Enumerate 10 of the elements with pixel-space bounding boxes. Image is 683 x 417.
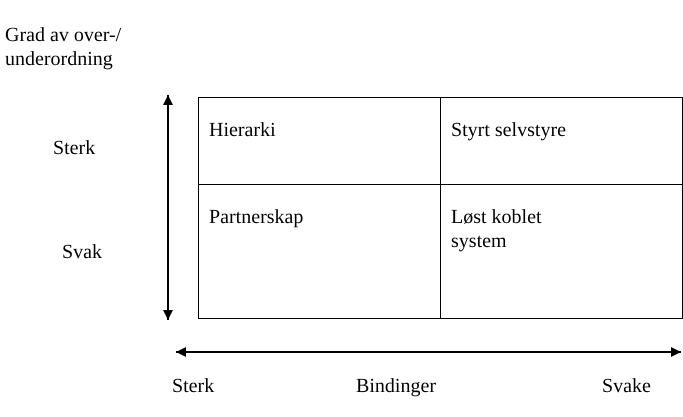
axis-label: Svak: [62, 240, 102, 264]
axis-label: Sterk: [172, 374, 214, 398]
axis-label: Svake: [602, 374, 651, 398]
axis-title: Bindinger: [356, 374, 436, 398]
axis-title: Grad av over-/ underordning: [5, 23, 122, 71]
matrix-cell: Løst koblet system: [440, 184, 682, 318]
axis-label: Sterk: [53, 136, 96, 160]
matrix-cell: Styrt selvstyre: [440, 98, 682, 185]
matrix-cell: Partnerskap: [198, 184, 440, 318]
matrix-cell: Hierarki: [198, 98, 440, 185]
